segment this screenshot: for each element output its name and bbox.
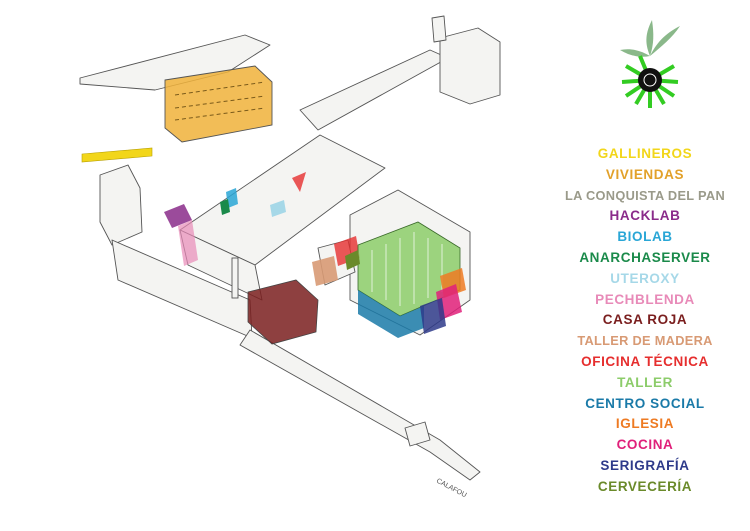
calafou-logo: [620, 20, 680, 108]
legend-item-centro-social[interactable]: CENTRO SOCIAL: [585, 395, 705, 411]
legend-item-cocina[interactable]: COCINA: [616, 437, 674, 453]
legend-item-oficina-tecnica[interactable]: OFICINA TÉCNICA: [581, 353, 709, 369]
legend-item-taller[interactable]: TALLER: [617, 374, 673, 390]
zone-biolab[interactable]: [226, 188, 238, 208]
west-building: [99, 164, 143, 246]
legend-item-taller-de-madera[interactable]: TALLER DE MADERA: [577, 333, 713, 349]
legend-item-viviendas[interactable]: VIVIENDAS: [605, 166, 685, 182]
legend-item-uteroxy[interactable]: UTEROXY: [610, 270, 680, 286]
north-corridor: [299, 49, 449, 131]
legend-item-pechblenda[interactable]: PECHBLENDA: [595, 291, 695, 307]
sun-rays-icon: [621, 55, 679, 108]
zone-uteroxy[interactable]: [270, 200, 286, 217]
zone-hacklab[interactable]: [164, 204, 192, 228]
legend-item-serigrafia[interactable]: SERIGRAFÍA: [600, 457, 690, 473]
zone-gallineros[interactable]: [81, 147, 153, 163]
zone-serigrafia[interactable]: [420, 298, 446, 334]
street-label: CALAFOU: [435, 478, 467, 500]
far-house-tower: [431, 15, 447, 43]
zone-oficina-tecnica[interactable]: [292, 172, 306, 192]
zone-centro-social[interactable]: [358, 290, 424, 338]
legend-item-anarchaserver[interactable]: ANARCHASERVER: [579, 249, 711, 265]
leaf-icon: [620, 20, 680, 57]
zone-anarchaserver[interactable]: [220, 199, 230, 215]
far-house: [439, 27, 501, 105]
legend-item-gallineros[interactable]: GALLINEROS: [597, 146, 693, 161]
legend-item-casa-roja[interactable]: CASA ROJA: [602, 312, 688, 328]
zone-viviendas[interactable]: [164, 65, 273, 143]
legend: GALLINEROS VIVIENDAS LA CONQUISTA DEL PA…: [545, 144, 745, 498]
legend-item-la-conquista-del-pan[interactable]: LA CONQUISTA DEL PAN: [564, 187, 726, 203]
zone-pechblenda[interactable]: [178, 220, 198, 266]
legend-item-hacklab[interactable]: HACKLAB: [609, 208, 681, 224]
zone-cerveceria[interactable]: [345, 250, 360, 270]
legend-item-iglesia[interactable]: IGLESIA: [615, 416, 675, 432]
small-shed: [404, 421, 431, 447]
legend-item-biolab[interactable]: BIOLAB: [617, 229, 673, 245]
zone-taller-de-madera[interactable]: [312, 256, 338, 286]
south-wall: [239, 329, 481, 481]
chimney: [231, 257, 239, 299]
zone-casa-roja[interactable]: [247, 279, 319, 345]
legend-item-cerveceria[interactable]: CERVECERÍA: [597, 478, 693, 494]
